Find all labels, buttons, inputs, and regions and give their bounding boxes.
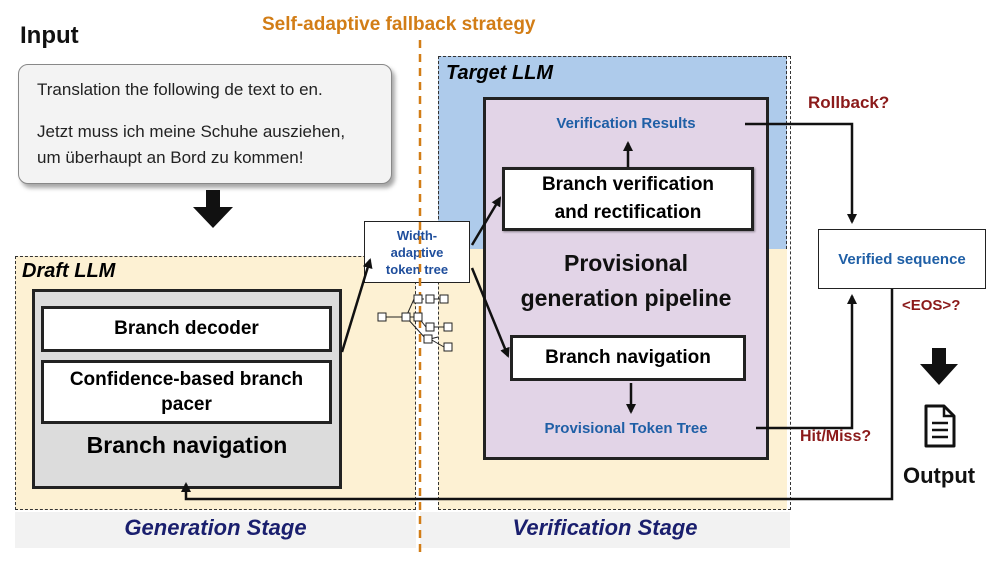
verified-sequence-box: Verified sequence — [818, 229, 986, 289]
branch-verification-line-1: Branch verification — [541, 174, 715, 195]
provisional-token-tree-label: Provisional Token Tree — [544, 420, 708, 437]
provisional-pipeline-label: Provisional generation pipeline — [483, 246, 769, 316]
token-tree-line-3: token tree — [385, 261, 449, 277]
output-down-arrow — [920, 348, 958, 385]
rollback-connector — [745, 122, 857, 224]
draft-llm-title: Draft LLM — [22, 260, 116, 282]
draft-branch-navigation-label: Branch navigation — [86, 432, 288, 458]
eos-label: <EOS>? — [902, 297, 961, 314]
tree-to-verification-arrow — [470, 196, 502, 246]
verification-results-label: Verification Results — [556, 115, 696, 132]
token-tree-line-2: adaptive — [390, 244, 444, 260]
hit-miss-connector — [756, 294, 857, 430]
branch-decoder-box: Branch decoder — [41, 306, 332, 352]
pacer-line-2: pacer — [161, 394, 212, 415]
draft-to-tree-arrow — [340, 258, 373, 353]
verification-region-border — [438, 56, 791, 510]
provisional-pipeline-panel — [483, 97, 769, 460]
verification-stage-band — [420, 512, 790, 548]
output-label: Output — [903, 463, 976, 488]
hit-miss-label: Hit/Miss? — [800, 428, 872, 445]
fallback-strategy-title: Self-adaptive fallback strategy — [262, 14, 536, 35]
input-line-source-1: Jetzt muss ich meine Schuhe ausziehen, — [37, 122, 346, 141]
mini-tree-icon — [377, 294, 453, 352]
pipeline-line-1: Provisional — [564, 250, 688, 276]
branch-verification-box: Branch verification and rectification — [502, 167, 754, 231]
pacer-line-1: Confidence-based branch — [69, 369, 304, 390]
tree-to-navigation-arrow — [470, 267, 510, 358]
branch-verification-line-2: and rectification — [554, 202, 702, 223]
input-line-source-2: um überhaupt an Bord zu kommen! — [37, 148, 304, 167]
input-down-arrow — [193, 190, 233, 228]
target-llm-title: Target LLM — [446, 62, 554, 84]
document-icon — [924, 404, 956, 448]
token-tree-line-1: Width- — [396, 227, 438, 243]
rollback-label: Rollback? — [808, 93, 890, 112]
feedback-loop-connector — [181, 289, 894, 501]
generation-stage-label: Generation Stage — [124, 515, 307, 540]
token-tree-box: Width- adaptive token tree — [364, 221, 470, 283]
input-heading: Input — [20, 22, 79, 49]
input-text-box: Translation the following de text to en.… — [18, 64, 392, 184]
input-line-prompt: Translation the following de text to en. — [37, 80, 323, 99]
verification-stage-label: Verification Stage — [512, 515, 698, 540]
confidence-pacer-box: Confidence-based branch pacer — [41, 360, 332, 424]
pipeline-line-2: generation pipeline — [520, 285, 732, 311]
generation-stage-band — [15, 512, 416, 548]
target-branch-navigation-box: Branch navigation — [510, 335, 746, 381]
